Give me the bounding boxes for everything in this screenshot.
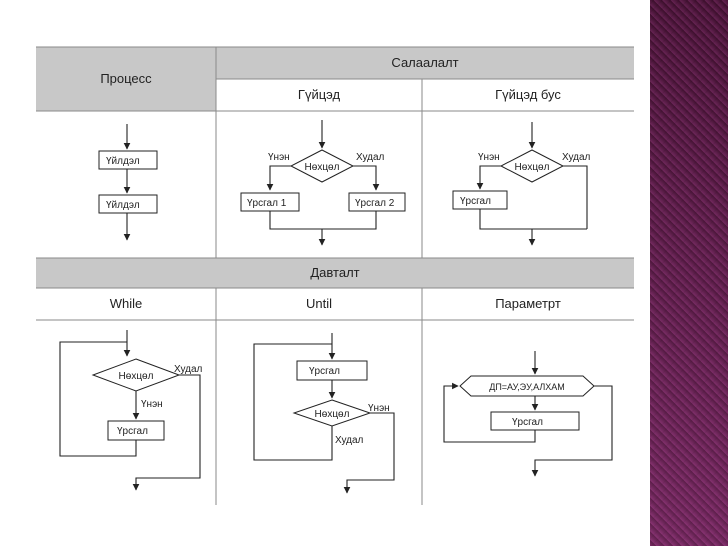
header-if-then: Гүйцэд xyxy=(298,87,341,102)
header-bg-process xyxy=(36,47,216,111)
header-bg-loop xyxy=(36,258,634,288)
while-body-box xyxy=(107,420,165,441)
header-process: Процесс xyxy=(100,71,152,86)
header-loop: Давталт xyxy=(310,265,359,280)
parametric-loop-flow: ДП=АУ,ЭУ,АЛХАМ Үрсгал xyxy=(443,351,613,477)
process-action-box-1 xyxy=(98,150,158,170)
until-loop-flow: Үрсгал Нөхцөл Үнэн Худал xyxy=(253,333,395,494)
until-yes-label: Үнэн xyxy=(368,403,390,414)
table-grid xyxy=(36,46,634,505)
partial-branch-op-label: Үрсгал xyxy=(460,196,491,207)
full-branch-condition-label: Нөхцөл xyxy=(305,162,340,173)
partial-branch-no-label: Худал xyxy=(562,152,591,163)
partial-branch-yes-label: Үнэн xyxy=(478,152,500,163)
process-action-label-2: Үйлдэл xyxy=(106,200,140,211)
while-yes-label: Үнэн xyxy=(141,399,163,410)
header-if-partial: Гүйцэд бус xyxy=(495,87,561,102)
full-branch-flow: Нөхцөл Үнэн Худал Үрсгал 1 Үрсгал 2 xyxy=(240,120,406,246)
header-parametric: Параметрт xyxy=(495,296,561,311)
while-condition-label: Нөхцөл xyxy=(119,371,154,382)
full-branch-op2-box xyxy=(348,192,406,212)
process-action-label-1: Үйлдэл xyxy=(106,156,140,167)
full-branch-condition-diamond xyxy=(289,149,355,183)
full-branch-no-label: Худал xyxy=(356,152,385,163)
process-flow: Үйлдэл Үйлдэл xyxy=(98,124,158,241)
until-condition-diamond xyxy=(292,399,372,427)
partial-branch-flow: Нөхцөл Үнэн Худал Үрсгал xyxy=(452,122,591,246)
until-no-label: Худал xyxy=(335,435,364,446)
while-no-label: Худал xyxy=(174,364,203,375)
process-action-box-2 xyxy=(98,194,158,214)
full-branch-yes-label: Үнэн xyxy=(268,152,290,163)
header-branching: Салаалалт xyxy=(391,55,458,70)
header-until: Until xyxy=(306,296,332,311)
header-while: While xyxy=(110,296,143,311)
until-body-label: Үрсгал xyxy=(309,366,340,377)
decorative-side-texture xyxy=(650,0,728,546)
full-branch-op1-label: Үрсгал 1 xyxy=(247,198,287,209)
partial-branch-condition-diamond xyxy=(499,149,565,183)
until-condition-label: Нөхцөл xyxy=(315,409,350,420)
param-body-label: Үрсгал xyxy=(512,417,543,428)
while-body-label: Үрсгал xyxy=(117,426,148,437)
partial-branch-condition-label: Нөхцөл xyxy=(515,162,550,173)
param-header-hexagon xyxy=(459,375,595,397)
full-branch-op2-label: Үрсгал 2 xyxy=(355,198,395,209)
param-header-label: ДП=АУ,ЭУ,АЛХАМ xyxy=(489,382,565,392)
while-loop-flow: Нөхцөл Худал Үнэн Үрсгал xyxy=(59,330,203,491)
